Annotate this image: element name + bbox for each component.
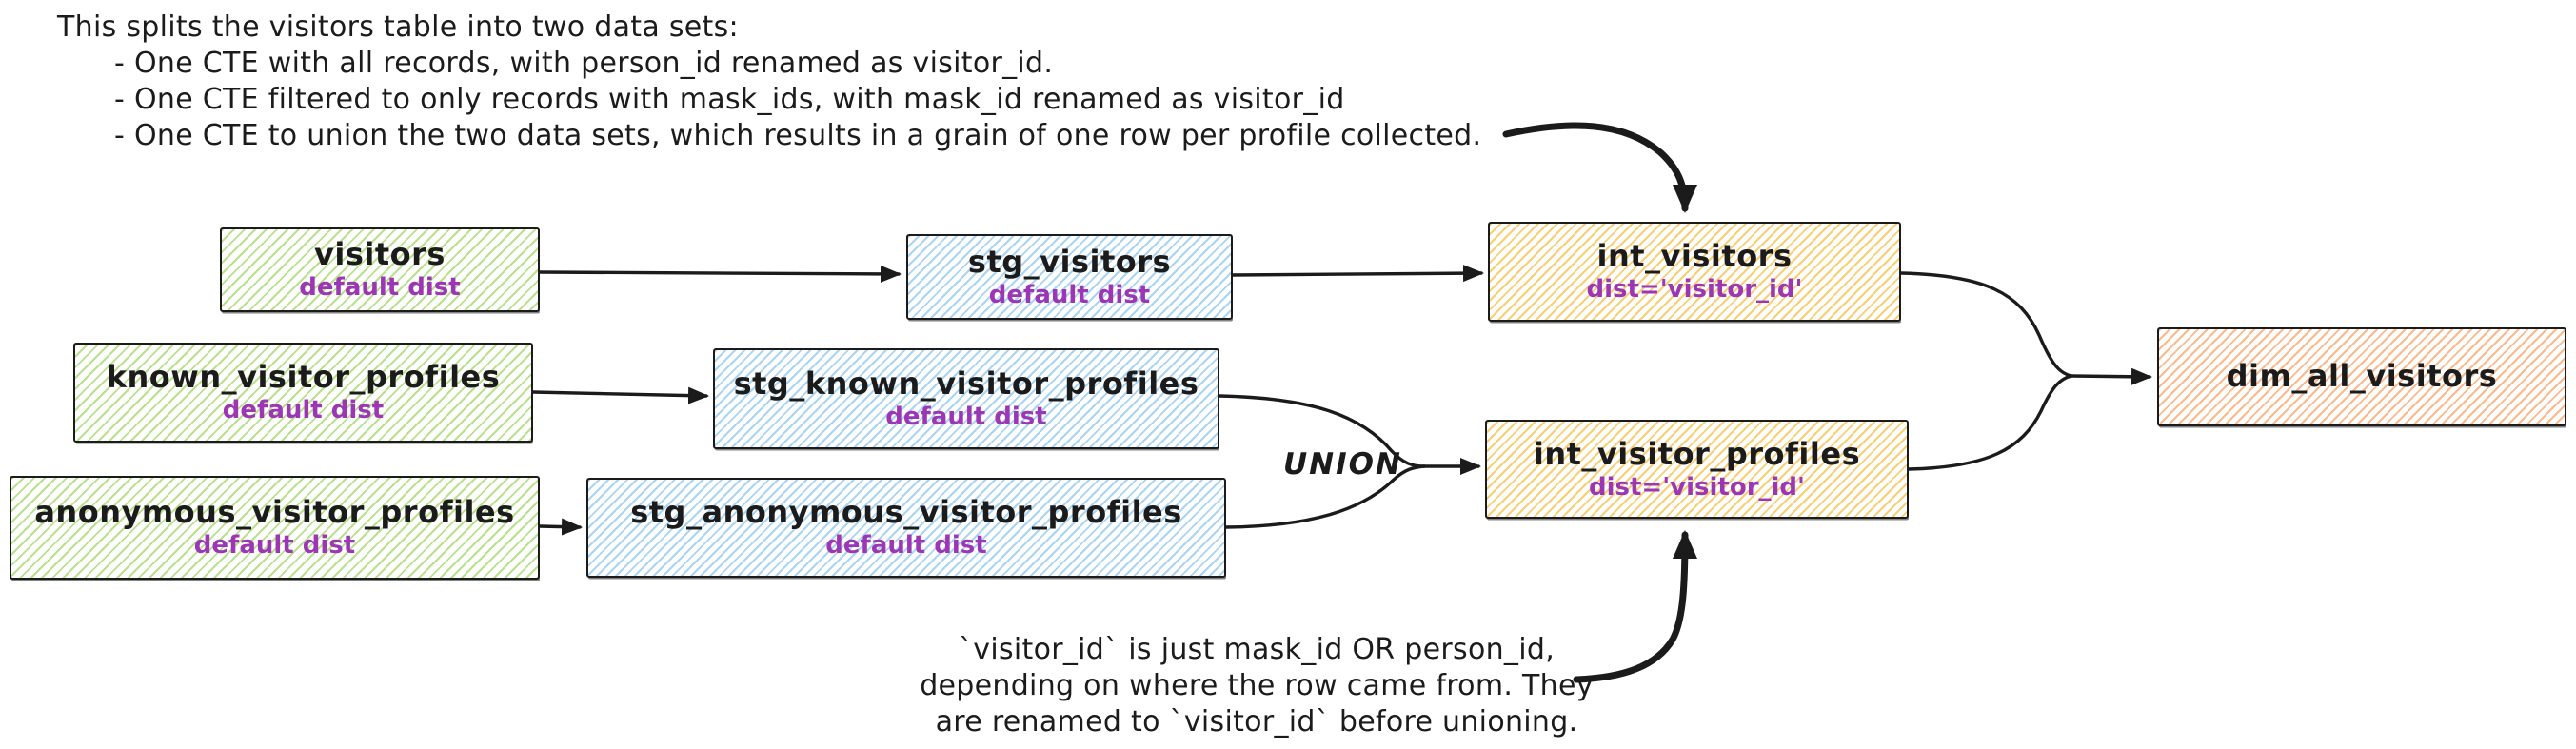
node-title: int_visitors — [1596, 238, 1793, 275]
node-title: dim_all_visitors — [2226, 358, 2498, 395]
node-subtitle: dist='visitor_id' — [1588, 472, 1806, 502]
node-dim-all-visitors: dim_all_visitors — [2157, 327, 2566, 426]
bottom-annotation-line-2: depending on where the row came from. Th… — [920, 669, 1594, 702]
node-anonymous-visitor-profiles: anonymous_visitor_profiles default dist — [10, 476, 540, 580]
edge-int-visitor-profiles-to-merge — [1907, 374, 2073, 471]
node-title: stg_anonymous_visitor_profiles — [630, 494, 1182, 531]
edge-known-to-stg-known — [531, 386, 709, 404]
node-visitors: visitors default dist — [220, 227, 540, 312]
edge-stg-visitors-to-int-visitors — [1231, 265, 1484, 283]
edge-visitors-to-stg-visitors — [538, 265, 902, 283]
node-subtitle: default dist — [193, 531, 356, 561]
node-title: visitors — [314, 236, 446, 273]
node-known-visitor-profiles: known_visitor_profiles default dist — [73, 343, 533, 443]
node-stg-visitors: stg_visitors default dist — [906, 234, 1233, 320]
node-int-visitors: int_visitors dist='visitor_id' — [1488, 222, 1901, 322]
node-stg-known-visitor-profiles: stg_known_visitor_profiles default dist — [713, 348, 1219, 449]
node-int-visitor-profiles: int_visitor_profiles dist='visitor_id' — [1485, 420, 1909, 519]
node-subtitle: default dist — [222, 396, 385, 425]
node-title: int_visitor_profiles — [1533, 435, 1861, 472]
node-subtitle: default dist — [885, 402, 1047, 431]
edge-anonymous-to-stg-anonymous — [538, 518, 583, 536]
top-annotation: This splits the visitors table into two … — [57, 10, 1481, 154]
node-subtitle: dist='visitor_id' — [1586, 275, 1803, 305]
node-title: known_visitor_profiles — [106, 359, 501, 396]
top-annotation-bullet-3: - One CTE to union the two data sets, wh… — [114, 119, 1482, 152]
node-title: anonymous_visitor_profiles — [34, 494, 515, 531]
node-stg-anonymous-visitor-profiles: stg_anonymous_visitor_profiles default d… — [586, 478, 1226, 578]
bottom-annotation-line-1: `visitor_id` is just mask_id OR person_i… — [958, 633, 1556, 666]
union-label: UNION — [1283, 447, 1402, 482]
top-annotation-intro: This splits the visitors table into two … — [57, 10, 739, 44]
top-annotation-bullet-2: - One CTE filtered to only records with … — [114, 83, 1345, 116]
bottom-annotation: `visitor_id` is just mask_id OR person_i… — [904, 632, 1609, 740]
node-subtitle: default dist — [299, 273, 461, 303]
top-annotation-bullet-1: - One CTE with all records, with person_… — [114, 47, 1054, 80]
edge-top-annotation-to-int-visitors — [1502, 122, 1697, 213]
edge-merge-to-dim-all-visitors — [2070, 367, 2152, 385]
bottom-annotation-line-3: are renamed to `visitor_id` before union… — [935, 705, 1578, 739]
node-title: stg_known_visitor_profiles — [733, 365, 1199, 402]
node-subtitle: default dist — [825, 531, 987, 561]
edge-int-visitors-to-merge — [1899, 271, 2073, 378]
node-subtitle: default dist — [988, 280, 1151, 309]
node-title: stg_visitors — [967, 243, 1172, 280]
